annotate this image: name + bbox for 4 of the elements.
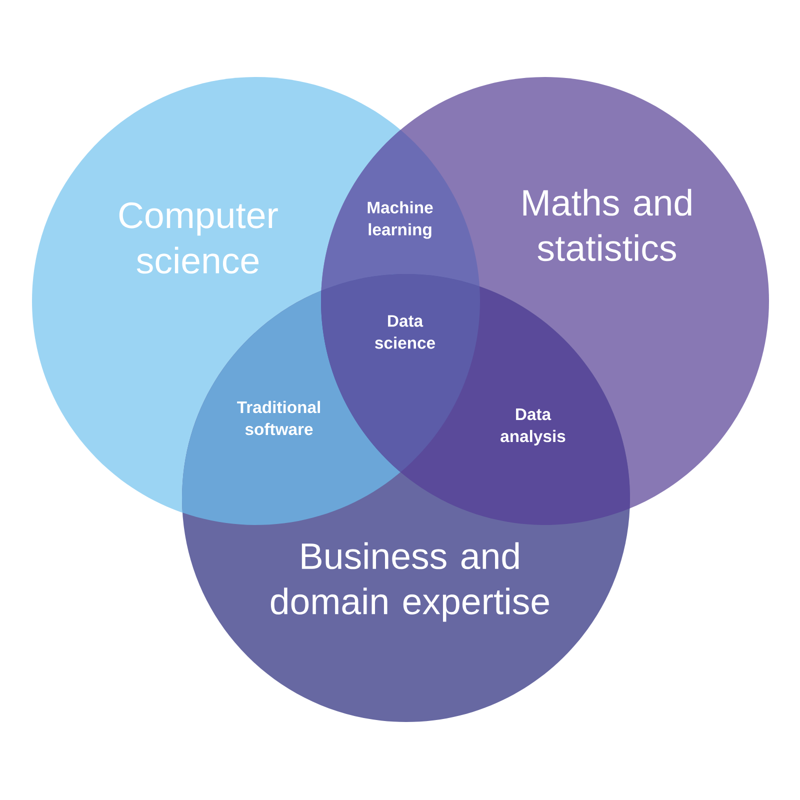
overlap-label: Machine learning (368, 201, 433, 239)
overlap-label: Data analysis (500, 408, 566, 446)
overlap-label: Data science (375, 315, 435, 349)
overlap-label: Traditional software (237, 400, 320, 436)
